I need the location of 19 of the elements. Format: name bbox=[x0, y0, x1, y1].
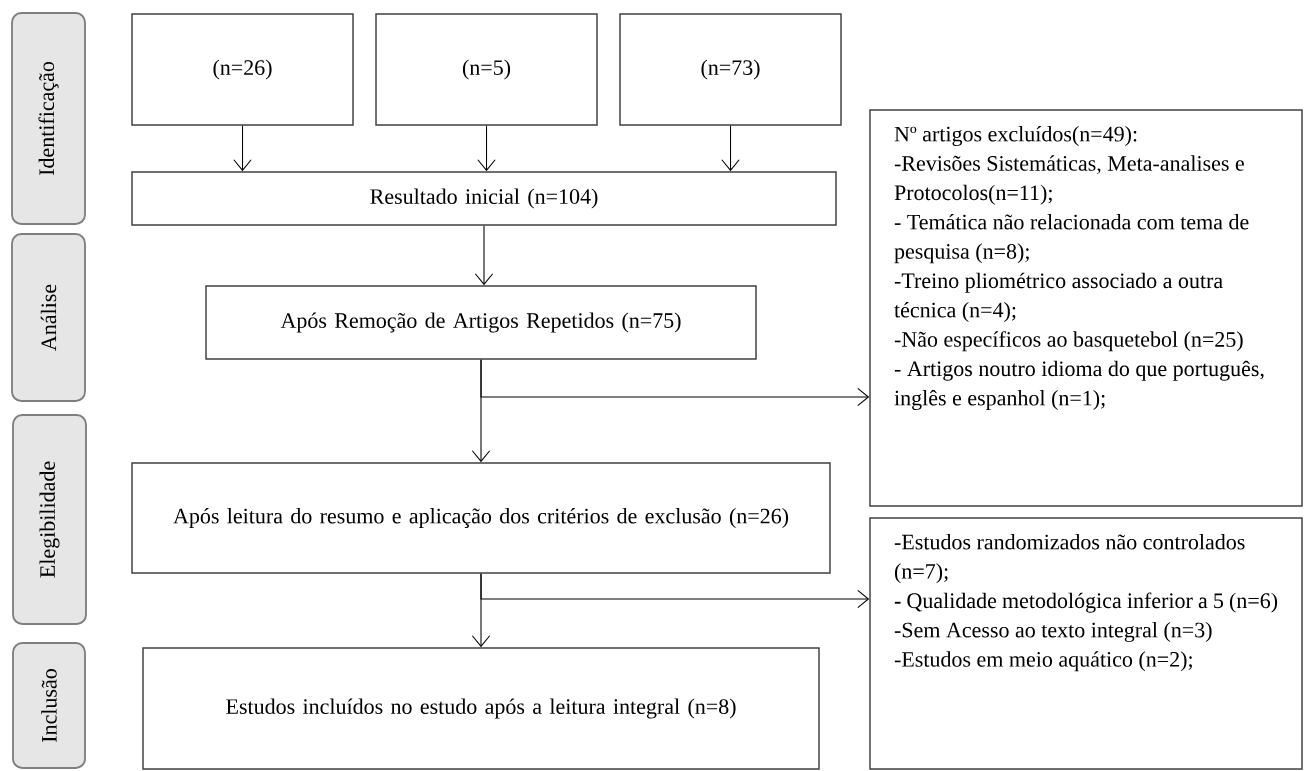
process-box: Após Remoção de Artigos Repetidos (n=75) bbox=[205, 285, 757, 360]
arrow bbox=[721, 125, 740, 172]
arrow bbox=[233, 125, 252, 172]
arrow bbox=[477, 125, 496, 172]
stage-label: Elegibilidade bbox=[12, 414, 87, 625]
stage-label: Análise bbox=[11, 233, 86, 402]
process-box: Após leitura do resumo e aplicação dos critérios de exclusão (n=26) bbox=[131, 462, 831, 574]
stage-label: Inclusão bbox=[12, 642, 86, 769]
arrow bbox=[480, 573, 870, 609]
exclusion-box: -Estudos randomizados não controlados (n=7); - Qualidade metodológica inferior a 5 (n=6) -Sem Acesso ao texto integral (n=3) -Estudos em meio aquático (n=2); bbox=[869, 517, 1303, 770]
source-box: (n=26) bbox=[131, 13, 354, 126]
arrow bbox=[474, 225, 494, 286]
process-box: Estudos incluídos no estudo após a leitura integral (n=8) bbox=[142, 647, 820, 770]
source-box: (n=5) bbox=[375, 13, 598, 126]
stage-label: Identificação bbox=[11, 12, 86, 225]
source-box: (n=73) bbox=[619, 13, 842, 126]
process-box: Resultado inicial (n=104) bbox=[131, 171, 837, 226]
arrow bbox=[480, 359, 870, 407]
exclusion-box: Nº artigos excluídos(n=49): -Revisões Sistemáticas, Meta-analises e Protocolos(n=11); - Temática não relacionada com tema de pesquisa (n=8); -Treino pliométrico associado a outra técnica (n=4); -Não específicos ao basquetebol (n=25) - Artigos noutro idioma do que português, inglês e espanhol (n=1); bbox=[869, 109, 1303, 507]
